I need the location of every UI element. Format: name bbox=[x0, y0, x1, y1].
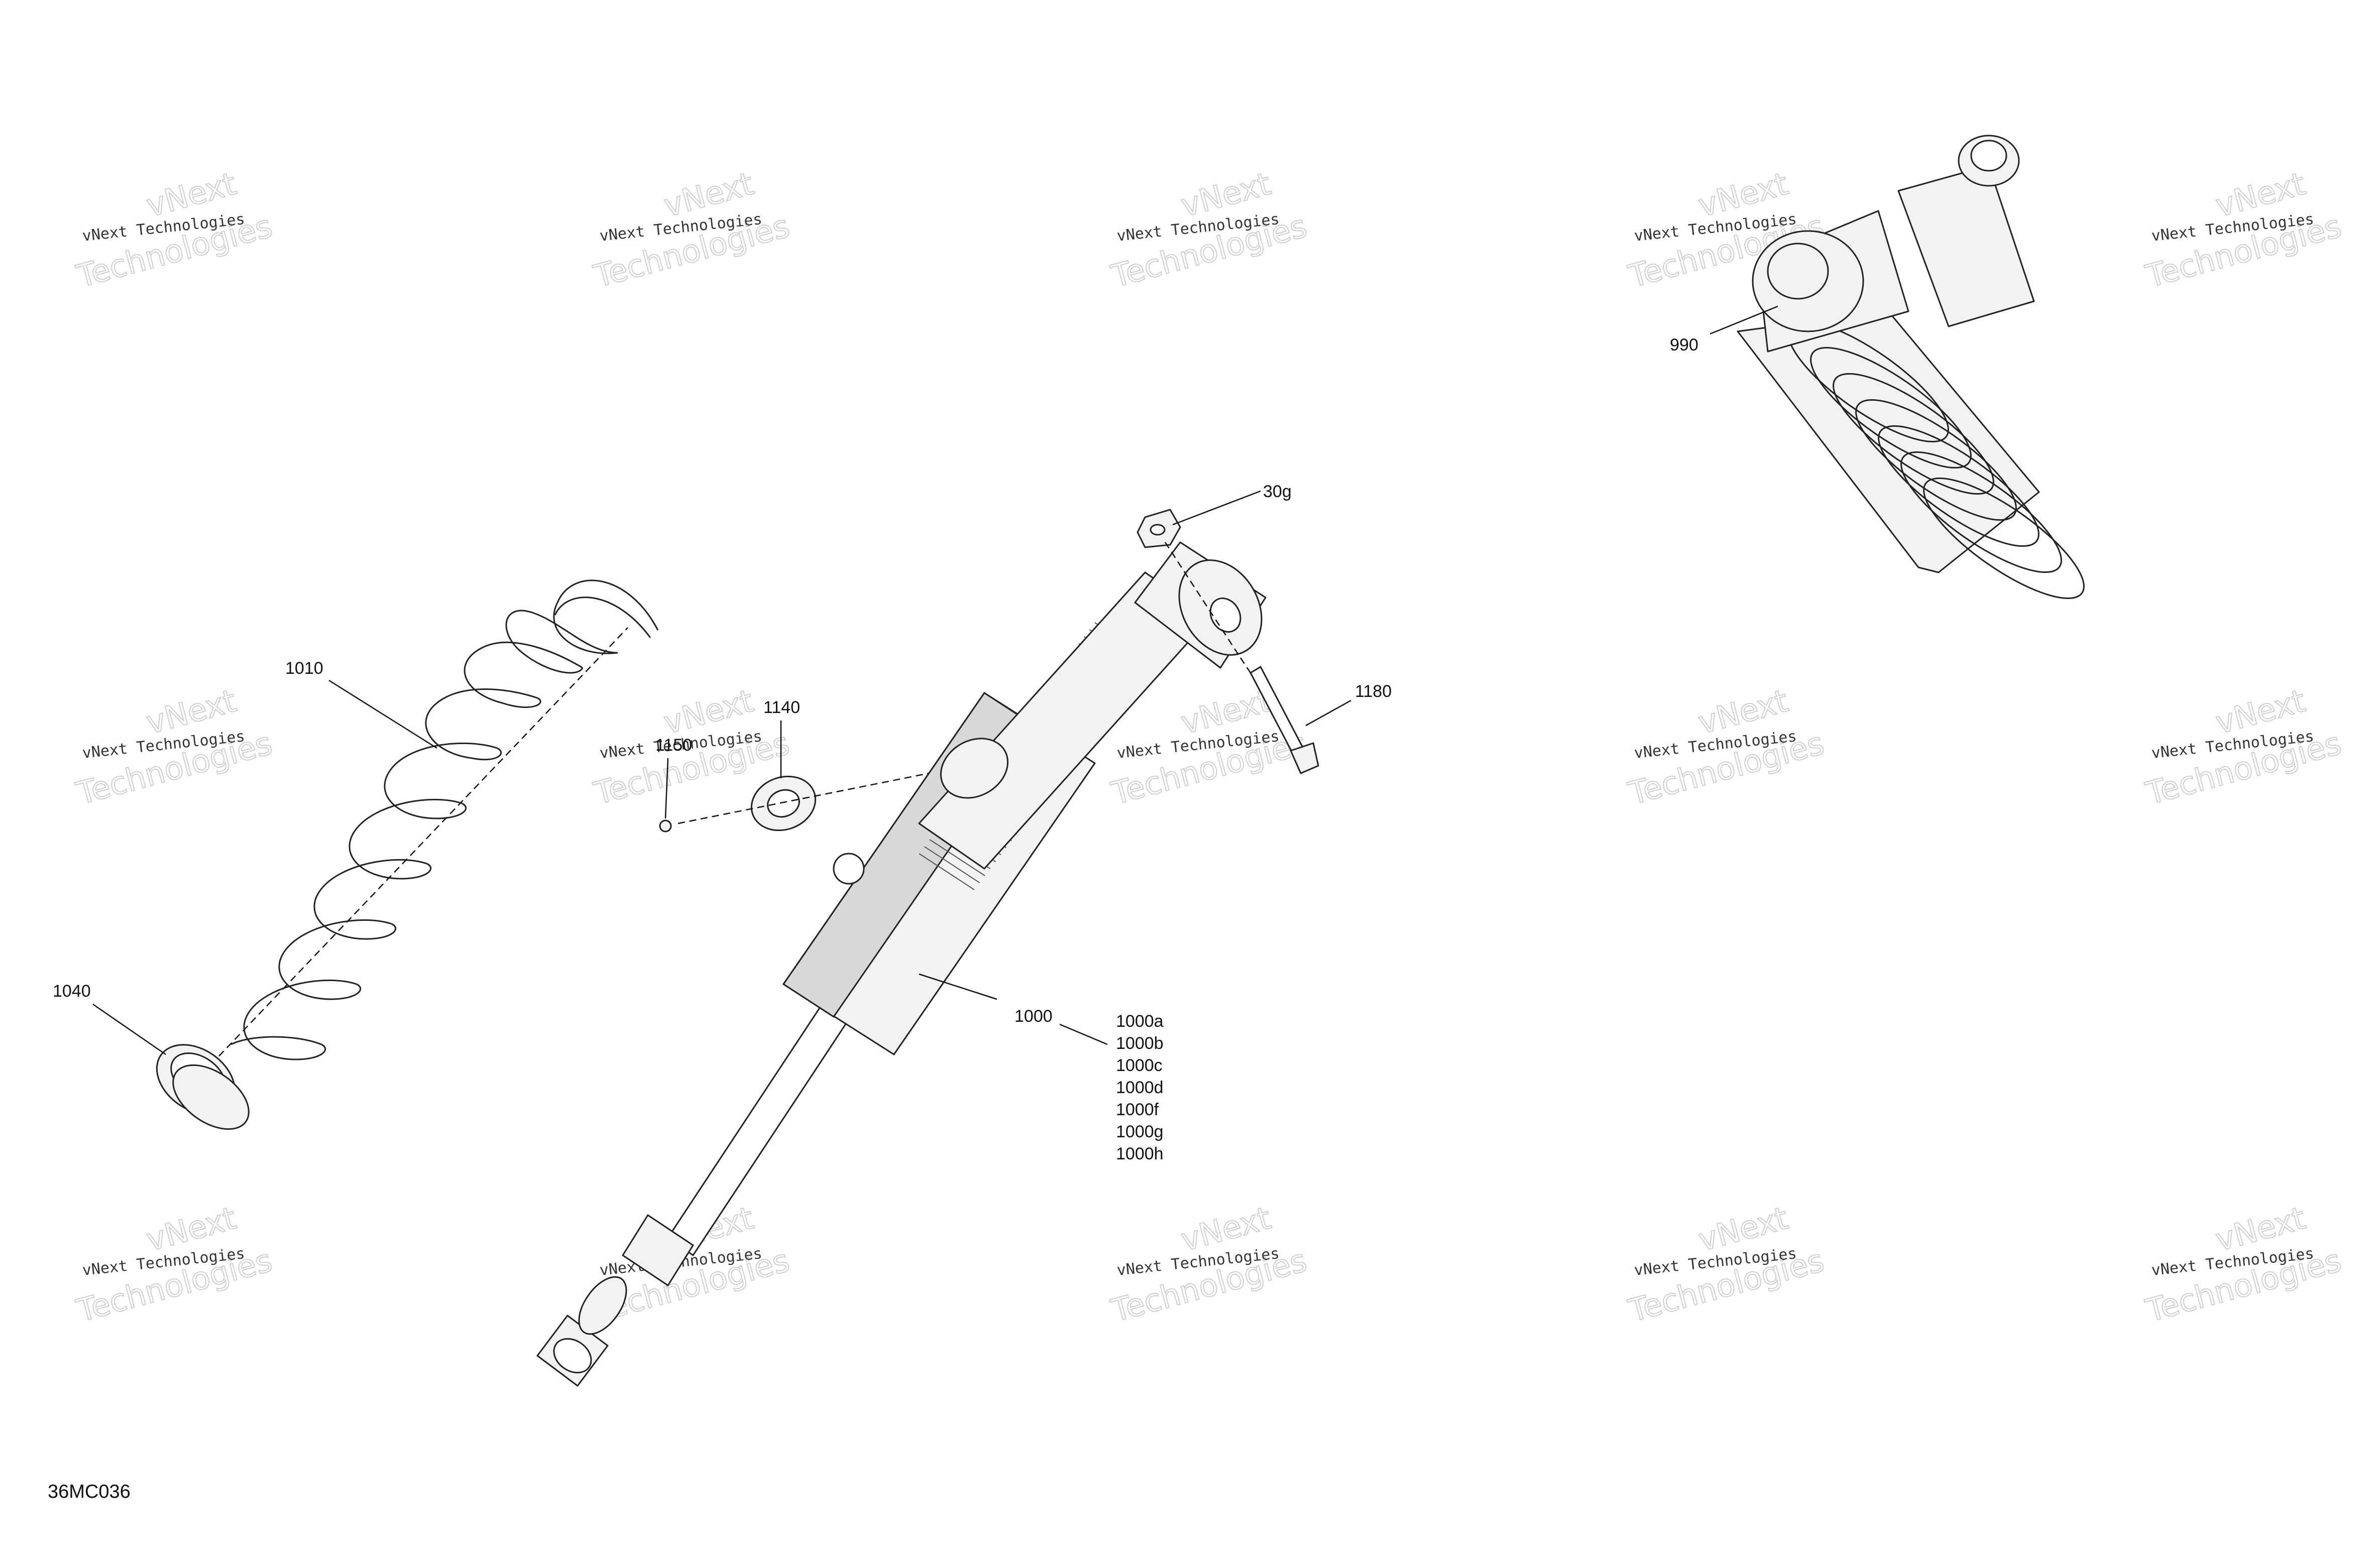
assembly-preview-990 bbox=[1737, 135, 2085, 600]
preview-coil bbox=[1900, 451, 2062, 573]
preview-coil bbox=[1810, 346, 1972, 469]
thread-line bbox=[929, 839, 985, 876]
preview-spring-coils bbox=[1787, 320, 2085, 600]
adjuster-knob-1140 bbox=[677, 772, 930, 832]
callout-1000b: 1000b bbox=[1116, 1034, 1164, 1053]
spring-seat-1040 bbox=[156, 1044, 250, 1130]
callout-1140: 1140 bbox=[763, 698, 800, 717]
callout-1000h: 1000h bbox=[1116, 1144, 1164, 1163]
callout-1000a: 1000a bbox=[1116, 1012, 1164, 1031]
nut-30g bbox=[1137, 509, 1241, 658]
callout-990: 990 bbox=[1670, 335, 1698, 354]
callout-labels: 990 30g 1010 1140 1150 1180 1040 1000 10… bbox=[53, 335, 1698, 1163]
figure-code: 36MC036 bbox=[48, 1481, 131, 1502]
callout-1000: 1000 bbox=[1014, 1007, 1053, 1026]
preview-coil bbox=[1923, 477, 2085, 600]
preview-coil bbox=[1855, 399, 2017, 521]
callout-1010: 1010 bbox=[285, 659, 323, 678]
callout-1040: 1040 bbox=[53, 982, 91, 1001]
leader-lines bbox=[92, 305, 1778, 1055]
callout-1000-variants: 1000a 1000b 1000c 1000d 1000f 1000g 1000h bbox=[1116, 1012, 1164, 1163]
thread-line bbox=[924, 846, 980, 883]
callout-30g: 30g bbox=[1263, 482, 1292, 501]
bolt-1180 bbox=[1239, 657, 1319, 774]
callout-1000d: 1000d bbox=[1116, 1078, 1164, 1097]
callout-1150: 1150 bbox=[655, 736, 692, 755]
callout-1000f: 1000f bbox=[1116, 1100, 1159, 1119]
preview-coil bbox=[1833, 373, 1994, 495]
screw-1150 bbox=[659, 819, 672, 833]
callout-1180: 1180 bbox=[1355, 682, 1392, 701]
preview-coil bbox=[1878, 425, 2039, 547]
coil-spring-1010 bbox=[210, 579, 659, 1065]
callout-1000c: 1000c bbox=[1116, 1056, 1163, 1075]
shock-absorber-1000 bbox=[536, 541, 1267, 1387]
thread-line bbox=[919, 853, 975, 890]
callout-1000g: 1000g bbox=[1116, 1122, 1164, 1141]
